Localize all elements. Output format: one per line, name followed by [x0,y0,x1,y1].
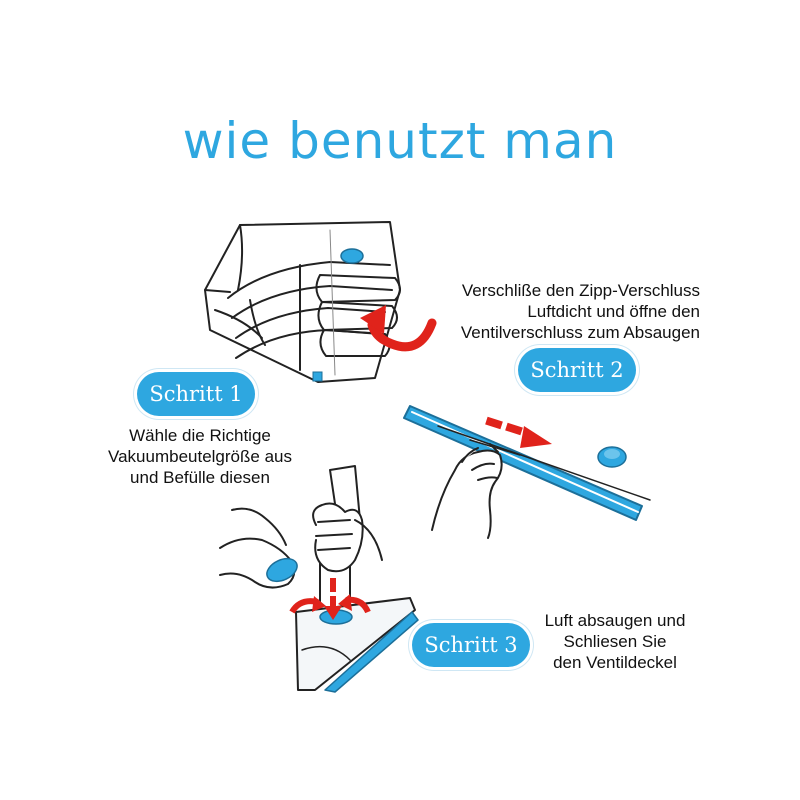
flat-bag-illustration [295,597,419,693]
suction-arrows-icon [289,578,371,620]
caption-line: Luft absaugen und [544,611,686,630]
step-1-caption: Wähle die Richtige Vakuumbeutelgröße aus… [85,425,315,488]
filled-bag-illustration [204,221,401,383]
pump-illustration [231,465,383,616]
page-title: wie benutzt man [182,112,618,170]
caption-line: Vakuumbeutelgröße aus [108,447,292,466]
valve-icon [340,248,364,264]
step-2-badge: Schritt 2 [518,348,636,392]
step-3-caption: Luft absaugen und Schliesen Sie den Vent… [510,610,720,673]
caption-line: Wähle die Richtige [129,426,271,445]
step-2-caption: Verschliße den Zipp-Verschluss Luftdicht… [461,280,700,343]
insert-arrow-icon [360,305,437,352]
bag-clip-icon [312,371,323,382]
valve-cap-icon [604,449,620,459]
caption-line: und Befülle diesen [130,468,270,487]
caption-line: Schliesen Sie [563,632,667,651]
zipper-illustration [403,405,651,521]
step-3-badge: Schritt 3 [412,623,530,667]
caption-line: Ventilverschluss zum Absaugen [460,323,700,342]
caption-line: den Ventildeckel [553,653,677,672]
caption-line: Verschliße den Zipp-Verschluss [461,281,700,300]
caption-line: Luftdicht und öffne den [527,302,700,321]
slide-direction-arrow-icon [485,416,552,448]
hand-illustration [431,443,503,539]
step-1-badge: Schritt 1 [137,372,255,416]
pump-cap-icon [266,557,298,583]
